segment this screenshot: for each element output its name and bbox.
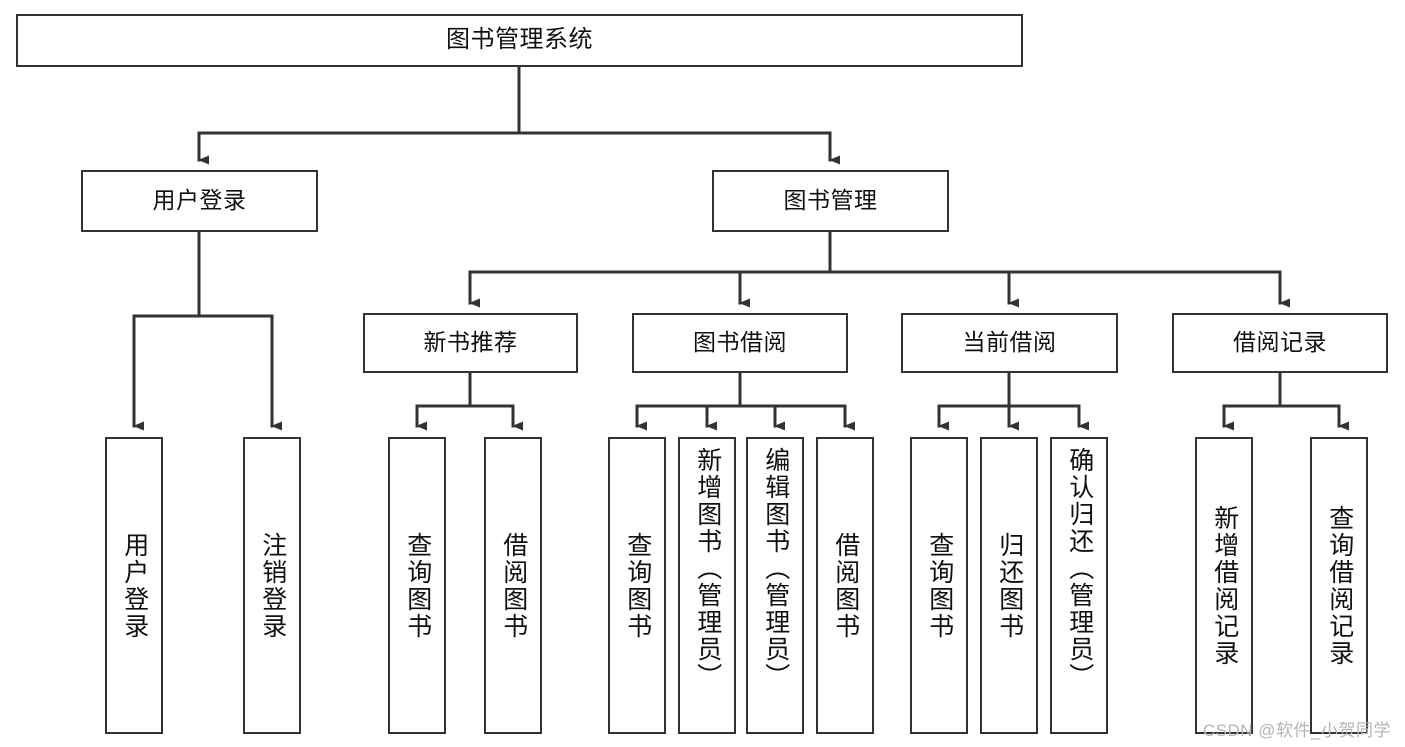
node-leaf-borrow-book-1-label: 借阅图书 <box>499 531 528 640</box>
node-leaf-query-borrow-record[interactable]: 查询借阅记录 <box>1310 437 1368 734</box>
node-leaf-confirm-return-admin-label: 确认归还（管理员） <box>1065 447 1094 690</box>
node-leaf-confirm-return-admin[interactable]: 确认归还（管理员） <box>1050 437 1108 734</box>
node-leaf-query-book-1-label: 查询图书 <box>403 531 432 640</box>
node-leaf-query-book-2[interactable]: 查询图书 <box>608 437 666 734</box>
node-current-borrow-label: 当前借阅 <box>962 329 1057 356</box>
node-book-borrow-label: 图书借阅 <box>693 329 787 356</box>
node-root-label: 图书管理系统 <box>446 26 593 54</box>
node-leaf-edit-book-admin[interactable]: 编辑图书（管理员） <box>746 437 804 734</box>
node-borrow-record-label: 借阅记录 <box>1233 329 1327 356</box>
node-leaf-query-book-3-label: 查询图书 <box>925 531 954 640</box>
node-leaf-query-borrow-record-label: 查询借阅记录 <box>1325 504 1354 667</box>
node-user-login[interactable]: 用户登录 <box>81 170 318 232</box>
node-leaf-add-borrow-record-label: 新增借阅记录 <box>1210 504 1239 667</box>
node-new-book-recommend[interactable]: 新书推荐 <box>363 313 578 373</box>
node-leaf-add-book-admin-label: 新增图书（管理员） <box>693 447 722 690</box>
node-leaf-query-book-3[interactable]: 查询图书 <box>910 437 968 734</box>
node-borrow-record[interactable]: 借阅记录 <box>1172 313 1388 373</box>
node-leaf-return-book-label: 归还图书 <box>995 531 1024 640</box>
node-leaf-add-borrow-record[interactable]: 新增借阅记录 <box>1195 437 1253 734</box>
node-book-manage-label: 图书管理 <box>783 187 878 214</box>
node-leaf-borrow-book-2-label: 借阅图书 <box>831 531 860 640</box>
node-new-book-recommend-label: 新书推荐 <box>423 329 518 356</box>
node-leaf-add-book-admin[interactable]: 新增图书（管理员） <box>678 437 736 734</box>
node-leaf-return-book[interactable]: 归还图书 <box>980 437 1038 734</box>
node-root[interactable]: 图书管理系统 <box>16 14 1023 67</box>
node-leaf-user-login-label: 用户登录 <box>120 531 149 640</box>
node-leaf-logout-login-label: 注销登录 <box>258 531 287 640</box>
node-leaf-query-book-2-label: 查询图书 <box>623 531 652 640</box>
node-book-manage[interactable]: 图书管理 <box>712 170 949 232</box>
node-leaf-query-book-1[interactable]: 查询图书 <box>388 437 446 734</box>
node-book-borrow[interactable]: 图书借阅 <box>632 313 848 373</box>
node-leaf-borrow-book-1[interactable]: 借阅图书 <box>484 437 542 734</box>
node-leaf-borrow-book-2[interactable]: 借阅图书 <box>816 437 874 734</box>
node-user-login-label: 用户登录 <box>152 187 247 214</box>
node-leaf-logout-login[interactable]: 注销登录 <box>243 437 301 734</box>
node-leaf-user-login[interactable]: 用户登录 <box>105 437 163 734</box>
node-current-borrow[interactable]: 当前借阅 <box>901 313 1118 373</box>
node-leaf-edit-book-admin-label: 编辑图书（管理员） <box>761 447 790 690</box>
watermark-text: CSDN @软件_小贺同学 <box>1202 721 1391 740</box>
